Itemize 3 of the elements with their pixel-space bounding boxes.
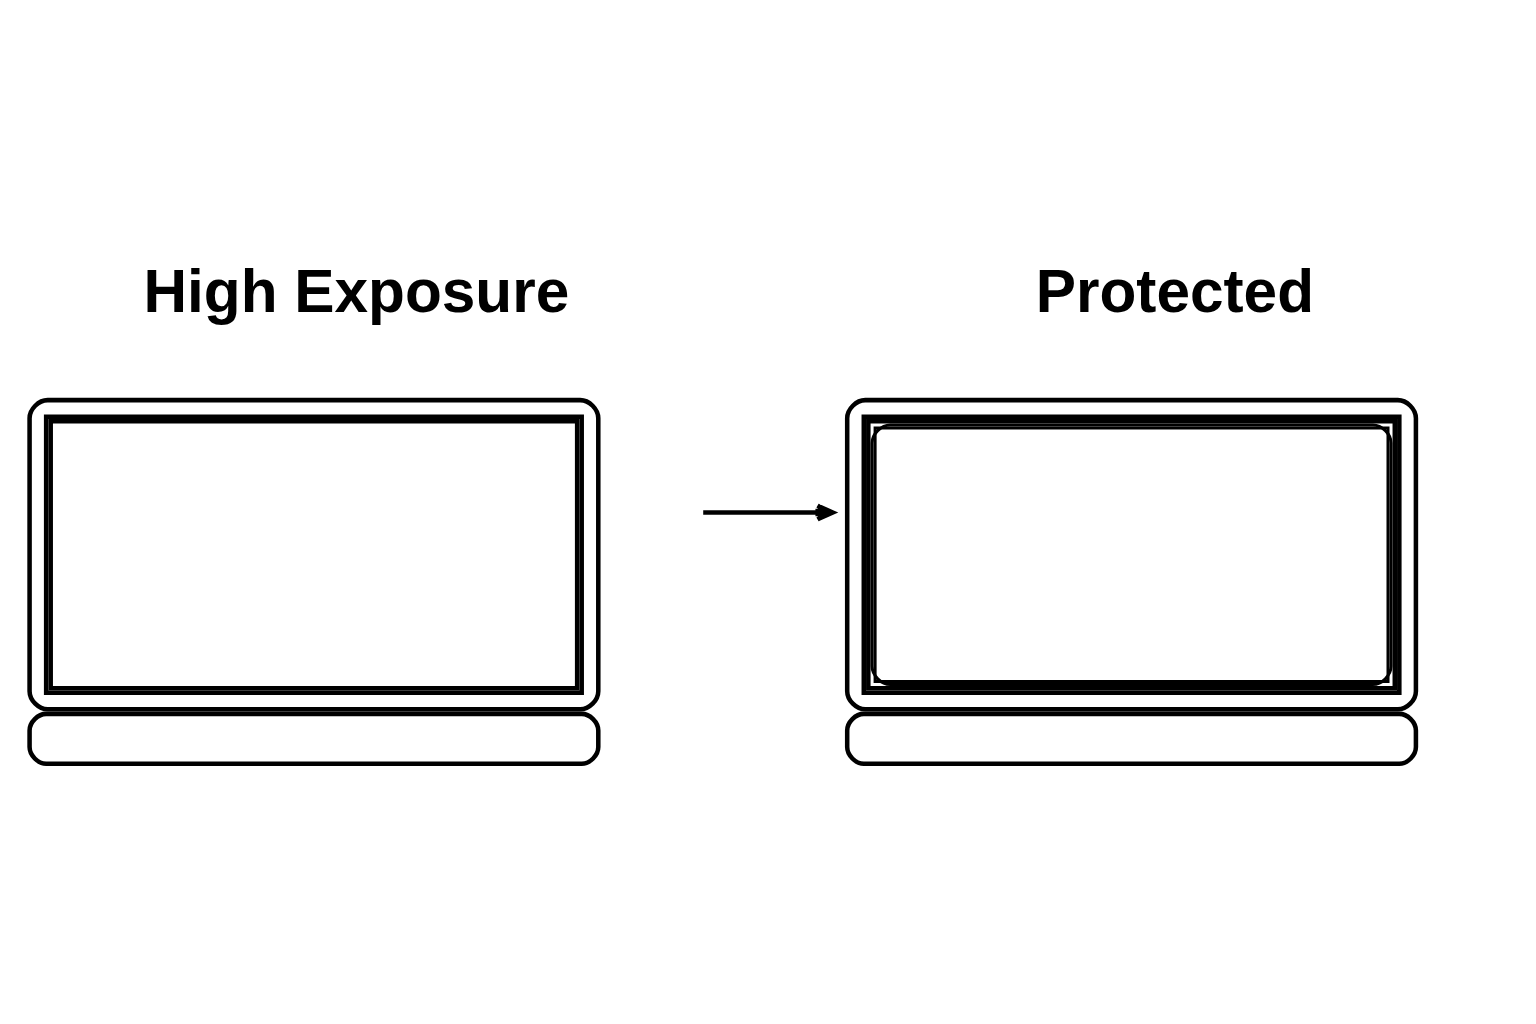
node-label: Protected	[1035, 256, 1315, 325]
arrow	[703, 502, 836, 522]
node-label: High Exposure	[143, 256, 570, 325]
